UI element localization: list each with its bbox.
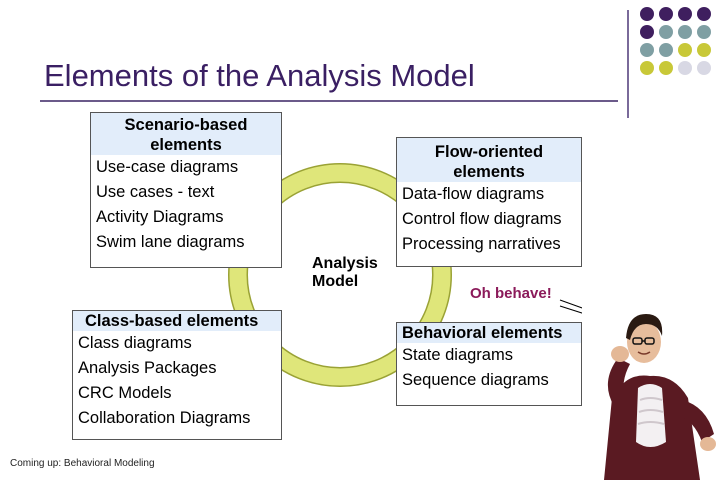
list-item: Swim lane diagrams xyxy=(96,233,245,251)
analysis-model-label: Analysis Model xyxy=(312,255,378,290)
list-item: Processing narratives xyxy=(402,235,561,253)
decorative-dot xyxy=(640,25,654,39)
class-heading: Class-based elements xyxy=(73,311,281,331)
callout-text: Oh behave! xyxy=(470,285,552,302)
decorative-dot xyxy=(697,43,711,57)
behavioral-heading: Behavioral elements xyxy=(397,323,581,343)
decorative-dot xyxy=(697,25,711,39)
decorative-dot xyxy=(678,61,692,75)
list-item: Analysis Packages xyxy=(78,359,217,377)
scenario-heading: Scenario-based elements xyxy=(91,113,281,155)
list-item: State diagrams xyxy=(402,346,513,364)
list-item: Activity Diagrams xyxy=(96,208,224,226)
decorative-dot xyxy=(678,43,692,57)
decorative-dot xyxy=(659,61,673,75)
slide-title: Elements of the Analysis Model xyxy=(44,58,475,93)
decorative-dot xyxy=(659,25,673,39)
flow-oriented-box: Flow-oriented elements Data-flow diagram… xyxy=(396,137,582,267)
class-based-box: Class-based elements Class diagrams Anal… xyxy=(72,310,282,440)
list-item: Control flow diagrams xyxy=(402,210,562,228)
decorative-dot xyxy=(659,43,673,57)
decorative-dot xyxy=(640,61,654,75)
list-item: Data-flow diagrams xyxy=(402,185,545,203)
person-photo xyxy=(582,302,720,480)
decorative-dot xyxy=(659,7,673,21)
list-item: Use-case diagrams xyxy=(96,158,239,176)
decorative-dot xyxy=(678,7,692,21)
list-item: CRC Models xyxy=(78,384,172,402)
title-rule xyxy=(40,100,618,102)
decorative-dot xyxy=(640,7,654,21)
footer-note: Coming up: Behavioral Modeling xyxy=(10,458,155,469)
list-item: Sequence diagrams xyxy=(402,371,549,389)
decorative-dot-grid xyxy=(640,7,711,75)
decorative-dot xyxy=(640,43,654,57)
decorative-dot xyxy=(678,25,692,39)
list-item: Use cases - text xyxy=(96,183,215,201)
decorative-dot xyxy=(697,61,711,75)
scenario-based-box: Scenario-based elements Use-case diagram… xyxy=(90,112,282,268)
list-item: Collaboration Diagrams xyxy=(78,409,251,427)
decorative-dot xyxy=(697,7,711,21)
vertical-rule xyxy=(627,10,629,118)
flow-heading: Flow-oriented elements xyxy=(397,138,581,182)
list-item: Class diagrams xyxy=(78,334,192,352)
behavioral-box: Behavioral elements State diagrams Seque… xyxy=(396,322,582,406)
